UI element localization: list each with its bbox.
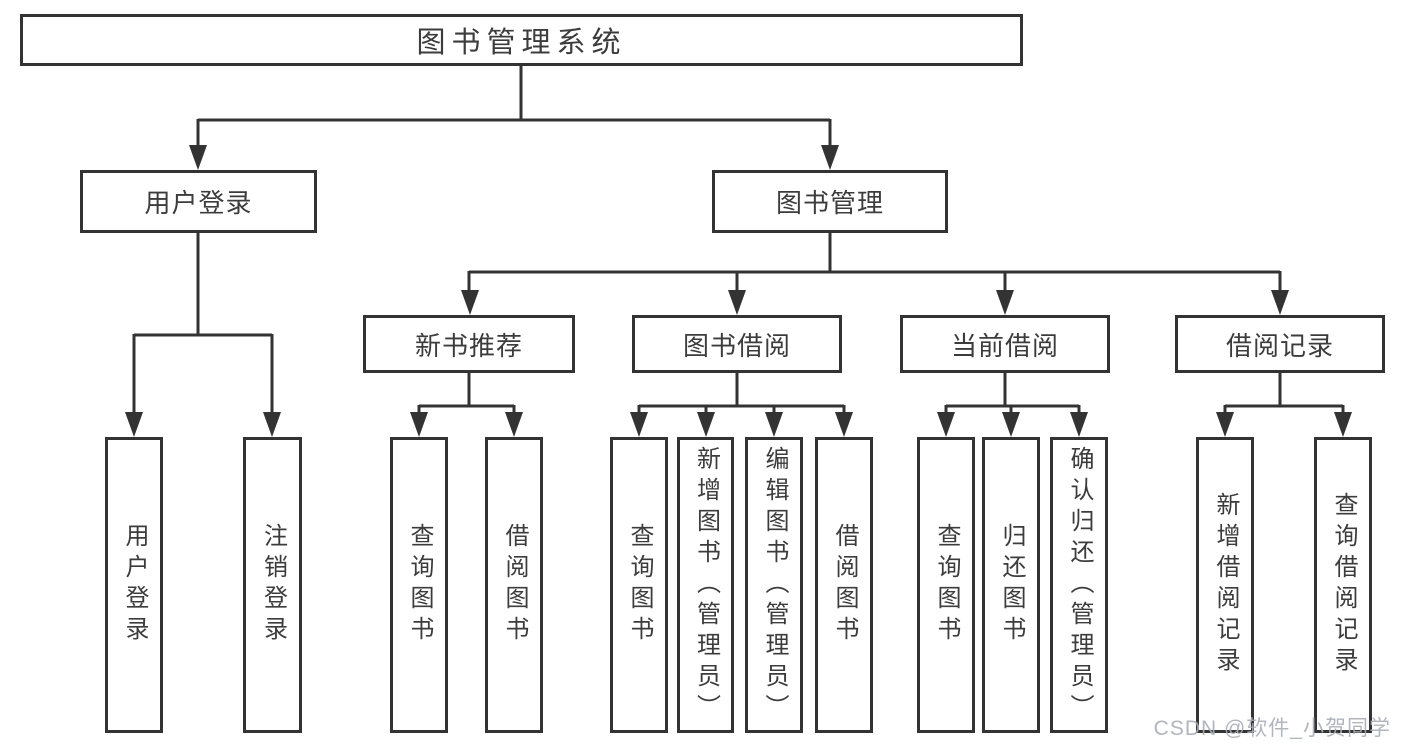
node-label: 借阅图书 xyxy=(501,523,528,647)
arrowhead-icon xyxy=(821,145,839,170)
node-borrowing-records: 借阅记录 xyxy=(1175,315,1385,373)
node-label: 图书管理系统 xyxy=(416,27,627,59)
leaf-query-books-borrow: 查询图书 xyxy=(610,437,668,733)
leaf-query-borrow-record: 查询借阅记录 xyxy=(1314,437,1372,733)
arrowhead-icon xyxy=(1216,412,1234,437)
arrowhead-icon xyxy=(1334,412,1352,437)
node-label: 借阅记录 xyxy=(1225,330,1334,361)
node-label: 用户登录 xyxy=(121,523,148,647)
arrowhead-icon xyxy=(1271,290,1289,315)
node-library-management-system: 图书管理系统 xyxy=(20,14,1023,66)
arrowhead-icon xyxy=(728,290,746,315)
arrowhead-icon xyxy=(189,145,207,170)
arrowhead-icon xyxy=(263,412,281,437)
arrowhead-icon xyxy=(835,412,853,437)
node-label: 归还图书 xyxy=(998,523,1025,647)
node-new-book-recommend: 新书推荐 xyxy=(363,315,575,373)
tree-edges xyxy=(132,66,1345,420)
leaf-borrow-books: 借阅图书 xyxy=(815,437,873,733)
arrowhead-icon xyxy=(996,290,1014,315)
arrowhead-icon xyxy=(765,412,783,437)
node-user-login: 用户登录 xyxy=(80,170,317,233)
leaf-query-books-current: 查询图书 xyxy=(917,437,975,733)
node-label: 新增图书（管理员） xyxy=(692,445,720,725)
node-label: 新增借阅记录 xyxy=(1212,492,1239,678)
node-label: 用户登录 xyxy=(144,188,253,218)
node-label: 借阅图书 xyxy=(831,523,858,647)
arrowhead-icon xyxy=(125,412,143,437)
node-label: 编辑图书（管理员） xyxy=(761,445,788,725)
leaf-confirm-return-admin: 确认归还（管理员） xyxy=(1050,437,1108,733)
node-label: 查询借阅记录 xyxy=(1330,492,1357,678)
arrowhead-icon xyxy=(1070,412,1088,437)
node-label: 新书推荐 xyxy=(414,330,523,361)
node-label: 确认归还（管理员） xyxy=(1066,445,1093,725)
node-book-management: 图书管理 xyxy=(712,170,948,233)
node-label: 注销登录 xyxy=(259,523,287,647)
arrowhead-icon xyxy=(461,290,479,315)
arrowhead-icon xyxy=(697,412,715,437)
leaf-logout: 注销登录 xyxy=(243,437,302,733)
leaf-add-borrow-record: 新增借阅记录 xyxy=(1196,437,1254,733)
leaf-edit-books-admin: 编辑图书（管理员） xyxy=(745,437,803,733)
node-label: 查询图书 xyxy=(626,523,653,647)
leaf-query-books-recommend: 查询图书 xyxy=(390,437,448,733)
node-label: 查询图书 xyxy=(406,523,433,647)
arrowhead-icon xyxy=(410,412,428,437)
node-label: 图书管理 xyxy=(775,188,884,218)
node-book-borrowing: 图书借阅 xyxy=(632,315,842,373)
arrowhead-icon xyxy=(630,412,648,437)
leaf-user-login: 用户登录 xyxy=(105,437,163,733)
node-label: 图书借阅 xyxy=(682,330,791,361)
leaf-add-books-admin: 新增图书（管理员） xyxy=(677,437,734,733)
arrowhead-icons xyxy=(125,145,1352,437)
node-label: 当前借阅 xyxy=(950,330,1059,361)
leaf-return-books: 归还图书 xyxy=(982,437,1040,733)
arrowhead-icon xyxy=(1002,412,1020,437)
arrowhead-icon xyxy=(937,412,955,437)
node-label: 查询图书 xyxy=(933,523,960,647)
arrowhead-icon xyxy=(505,412,523,437)
leaf-borrow-books-recommend: 借阅图书 xyxy=(485,437,543,733)
csdn-watermark: CSDN @软件_小贺同学 xyxy=(1153,717,1391,740)
node-current-borrowing: 当前借阅 xyxy=(900,315,1110,373)
